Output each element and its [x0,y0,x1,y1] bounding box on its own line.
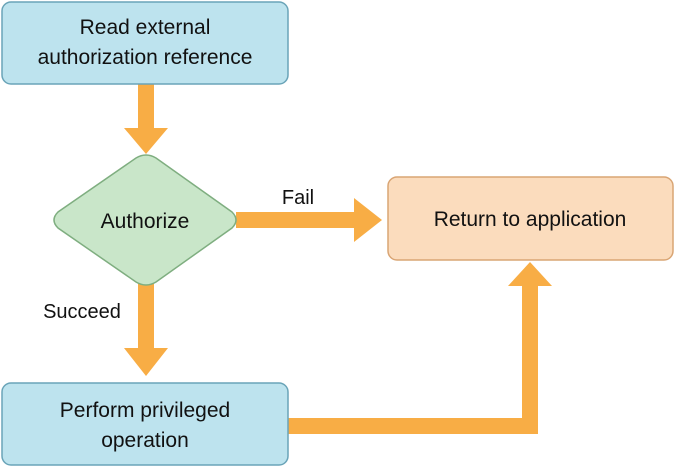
arrow-read-to-authorize-shaft [138,84,154,128]
node-perform-operation: Perform privileged operation [1,382,289,466]
arrow-fail-head [354,198,382,242]
arrow-perform-to-return-horizontal [288,418,538,434]
succeed-edge-label: Succeed [43,301,121,323]
arrow-perform-to-return-head [508,262,552,286]
arrow-succeed-shaft [138,278,154,348]
read-reference-label-line1: Read external [80,16,211,39]
return-to-application-label: Return to application [434,208,627,231]
node-authorize: Authorize [53,154,237,286]
arrow-read-to-authorize-head [124,128,168,154]
perform-operation-label-line2: operation [101,429,189,452]
fail-edge-label: Fail [282,187,314,209]
arrow-fail-shaft [236,212,354,228]
node-read-reference: Read external authorization reference [1,1,289,85]
authorize-diamond [53,154,237,286]
node-return-to-application: Return to application [387,176,674,261]
read-reference-label-line2: authorization reference [38,46,253,69]
read-reference-box [1,1,289,85]
arrow-succeed-head [124,348,168,376]
return-to-application-box [387,176,674,261]
connectors [124,84,552,434]
authorize-label: Authorize [101,210,190,233]
perform-operation-label-line1: Perform privileged [60,399,230,422]
perform-operation-box [1,382,289,466]
arrow-perform-to-return-vertical [522,286,538,434]
